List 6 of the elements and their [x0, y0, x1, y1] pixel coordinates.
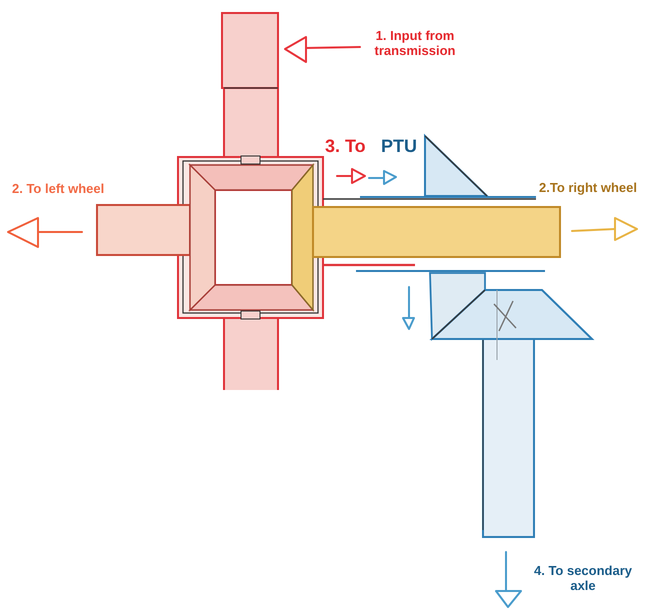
annotation-label: 4. To secondary axle: [532, 564, 633, 594]
annotation-label: 3. To: [325, 136, 366, 157]
annotation-label: 2.To right wheel: [539, 181, 637, 196]
annotation-label: 2. To left wheel: [12, 182, 104, 197]
annotation-label: 1. Input from transmission: [374, 29, 456, 59]
annotation-label: PTU: [381, 136, 417, 157]
